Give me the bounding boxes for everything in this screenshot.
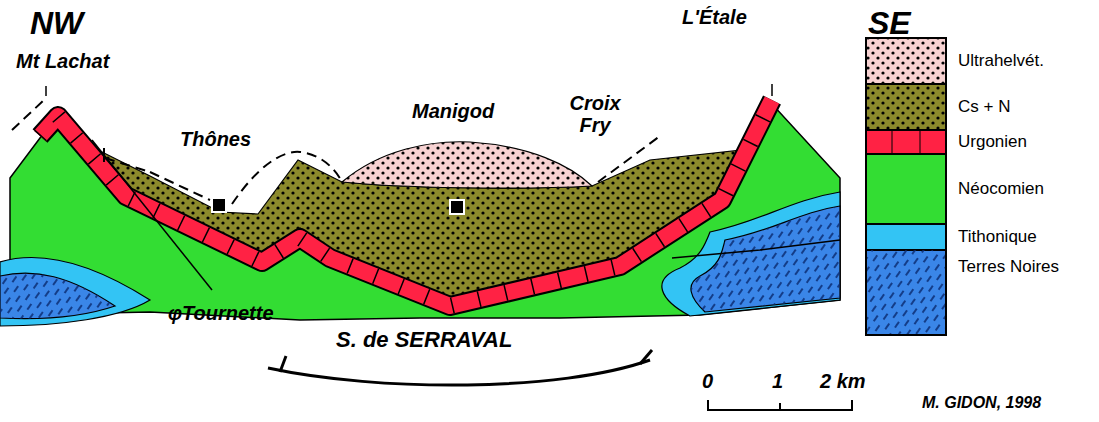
- legend-swatch: [866, 84, 946, 130]
- map-label: M. GIDON, 1998: [922, 394, 1041, 412]
- map-label: Manigod: [412, 100, 494, 122]
- legend-text: Ultrahelvét.: [958, 52, 1044, 71]
- legend-text: Terres Noires: [958, 258, 1078, 277]
- legend-swatch: [866, 154, 946, 224]
- map-label: Mt Lachat: [16, 50, 109, 72]
- map-label: NW: [30, 6, 83, 41]
- map-label: 2 km: [820, 370, 866, 392]
- map-label: 1: [772, 370, 783, 392]
- legend-swatch: [866, 224, 946, 250]
- legend-text: Tithonique: [958, 228, 1037, 247]
- legend-swatch: [866, 38, 946, 84]
- map-label: L'Étale: [682, 6, 747, 28]
- map-label: 0: [702, 370, 713, 392]
- map-label: S. de SERRAVAL: [336, 328, 512, 352]
- legend-swatch: [866, 130, 946, 154]
- legend-text: Néocomien: [958, 180, 1044, 199]
- legend-text: Urgonien: [958, 133, 1027, 152]
- map-label: SE: [868, 6, 911, 41]
- map-label: Croix Fry: [560, 92, 630, 136]
- map-label: φTournette: [168, 302, 274, 324]
- legend-swatch: [866, 250, 946, 335]
- legend-text: Cs + N: [958, 98, 1010, 117]
- map-label: Thônes: [180, 128, 251, 150]
